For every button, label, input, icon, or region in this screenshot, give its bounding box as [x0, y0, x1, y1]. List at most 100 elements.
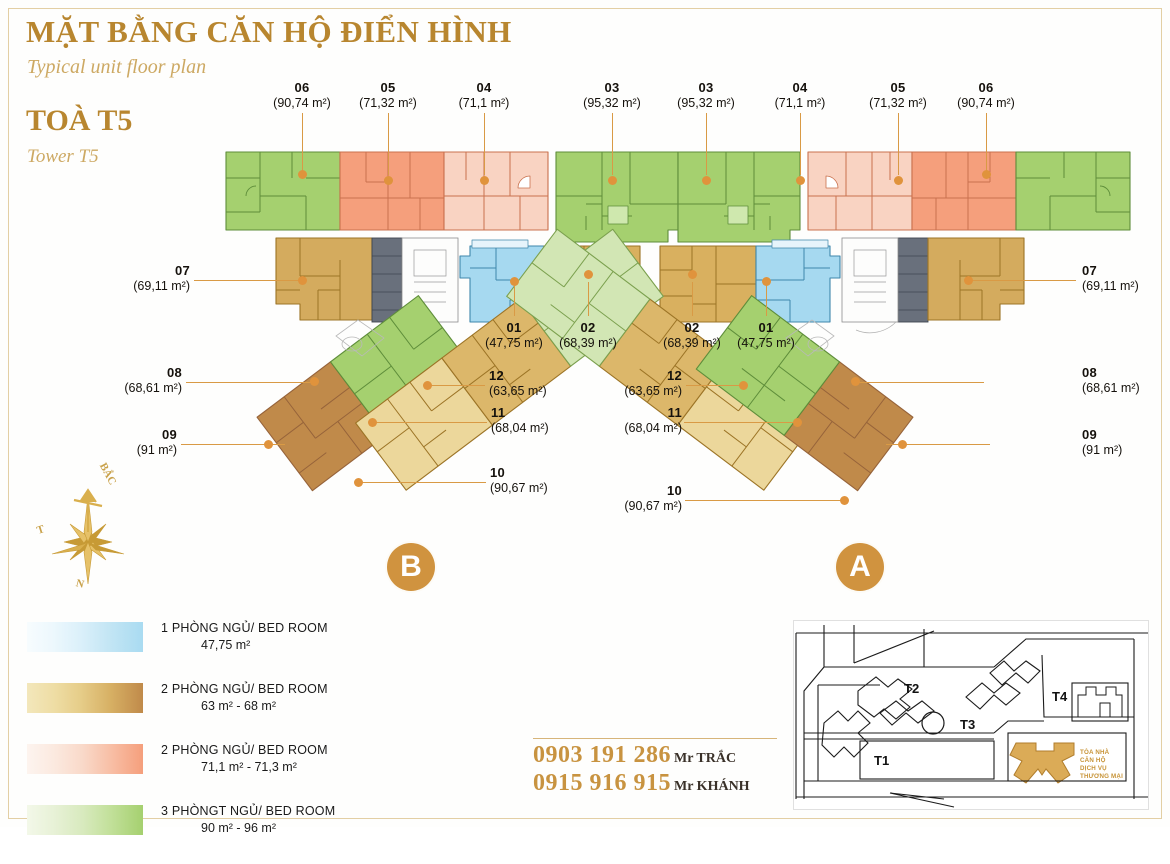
- unit-label-top-1: 06 (90,74 m²): [252, 80, 352, 111]
- unit-dot-center-3: [688, 270, 697, 279]
- leader-top-5: [706, 113, 708, 175]
- wing-a-outer: [695, 295, 914, 492]
- unit-area: (68,39 m²): [663, 336, 721, 350]
- leader-wingb-11: [372, 422, 487, 424]
- leader-right-07: [968, 280, 1076, 282]
- plot-t1: [859, 740, 995, 780]
- floor-plan-page: MẶT BẰNG CĂN HỘ ĐIỂN HÌNH Typical unit f…: [8, 8, 1162, 835]
- legend-title: 1 PHÒNG NGỦ/ BED ROOM: [161, 621, 328, 635]
- unit-dot-top-6: [796, 176, 805, 185]
- unit-dot-top-3: [480, 176, 489, 185]
- legend-swatch-2bed-gold: [27, 683, 143, 713]
- contact-divider: [533, 738, 777, 739]
- contact-phone-number[interactable]: 0915 916 915: [533, 770, 671, 796]
- unit-block-06-right: [1015, 151, 1131, 231]
- unit-label-top-5: 03 (95,32 m²): [656, 80, 756, 111]
- unit-number: 07: [1082, 263, 1098, 278]
- unit-number: 01: [758, 320, 774, 335]
- site-note-line-2: CĂN HỘ: [1080, 757, 1106, 764]
- legend-swatch-2bed-salmon: [27, 744, 143, 774]
- unit-block-05-right: [911, 151, 1017, 231]
- compass-star: [51, 495, 125, 585]
- contact-person-name: Mr KHÁNH: [674, 779, 750, 794]
- unit-number: 11: [491, 405, 506, 420]
- legend-swatch-1bed: [27, 622, 143, 652]
- unit-dot-top-2: [384, 176, 393, 185]
- legend-area: 71,1 m² - 71,3 m²: [201, 760, 297, 774]
- unit-number: 06: [978, 80, 994, 95]
- unit-dot-center-2: [584, 270, 593, 279]
- unit-dot-left-07: [298, 276, 307, 285]
- unit-dot-winga-12: [739, 381, 748, 390]
- unit-label-winga-10: 10 (90,67 m²): [572, 483, 682, 514]
- unit-number: 04: [476, 80, 492, 95]
- unit-block-05-left: [339, 151, 445, 231]
- building-t4: [1077, 686, 1123, 718]
- unit-dot-left-09: [264, 440, 273, 449]
- unit-block-06-left: [225, 151, 341, 231]
- unit-area: (69,11 m²): [1082, 279, 1139, 293]
- unit-label-left-07: 07 (69,11 m²): [92, 263, 190, 294]
- unit-dot-wingb-10: [354, 478, 363, 487]
- building-t3-a: [965, 682, 1021, 710]
- tower-name-vn: TOÀ T5: [26, 104, 133, 137]
- compass-north-arrow: [73, 488, 103, 532]
- legend: 1 PHÒNG NGỦ/ BED ROOM 47,75 m² 2 PHÒNG N…: [27, 620, 367, 864]
- unit-area: (95,32 m²): [677, 96, 735, 110]
- unit-number: 05: [380, 80, 396, 95]
- unit-number: 02: [684, 320, 700, 335]
- unit-dot-right-07: [964, 276, 973, 285]
- roundabout: [921, 711, 945, 735]
- unit-block-07-right: [927, 237, 1025, 321]
- leader-winga-10: [685, 500, 843, 502]
- building-t2-wing: [879, 700, 935, 726]
- legend-title: 2 PHÒNG NGỦ/ BED ROOM: [161, 682, 328, 696]
- leader-wingb-12: [425, 385, 485, 387]
- unit-area: (68,04 m²): [624, 421, 682, 435]
- site-map[interactable]: T2 T3 T1 T4 TÒA NHÀ CĂN HỘ DỊCH VỤ THƯƠN…: [793, 620, 1149, 810]
- unit-number: 03: [604, 80, 620, 95]
- unit-number: 12: [666, 368, 682, 383]
- unit-label-left-09: 09 (91 m²): [79, 427, 177, 458]
- leader-right-08: [854, 382, 984, 384]
- unit-label-top-8: 06 (90,74 m²): [936, 80, 1036, 111]
- unit-area: (90,74 m²): [957, 96, 1015, 110]
- unit-number: 10: [490, 465, 506, 480]
- unit-number: 06: [294, 80, 310, 95]
- contact-phone-number[interactable]: 0903 191 286: [533, 742, 671, 768]
- compass-rose: BẮC T N: [28, 461, 158, 601]
- leader-top-7: [898, 113, 900, 175]
- unit-area: (90,67 m²): [490, 481, 548, 495]
- unit-label-center-3: 02 (68,39 m²): [642, 320, 742, 351]
- building-t3-b: [989, 660, 1041, 686]
- legend-title: 3 PHÒNGT NGỦ/ BED ROOM: [161, 804, 336, 818]
- legend-area: 47,75 m²: [201, 638, 251, 652]
- leader-wingb-10: [358, 482, 486, 484]
- ramp-detail-right: [785, 319, 835, 357]
- unit-area: (68,04 m²): [491, 421, 549, 435]
- unit-area: (69,11 m²): [133, 279, 190, 293]
- site-note-line-3: DỊCH VỤ: [1080, 765, 1107, 772]
- unit-dot-top-1: [298, 170, 307, 179]
- unit-dot-top-8: [982, 170, 991, 179]
- unit-area: (90,74 m²): [273, 96, 331, 110]
- leader-left-09: [181, 444, 285, 446]
- legend-area: 90 m² - 96 m²: [201, 821, 277, 835]
- unit-area: (90,67 m²): [624, 499, 682, 513]
- zone-badge-b[interactable]: B: [387, 543, 435, 591]
- unit-label-center-4: 01 (47,75 m²): [716, 320, 816, 351]
- zone-badge-a-letter: A: [849, 550, 871, 583]
- unit-number: 04: [792, 80, 808, 95]
- unit-number: 08: [1082, 365, 1098, 380]
- legend-item: 2 PHÒNG NGỦ/ BED ROOM 63 m² - 68 m²: [27, 681, 367, 728]
- unit-dot-right-08: [851, 377, 860, 386]
- unit-area: (68,61 m²): [1082, 381, 1140, 395]
- leader-right-09: [886, 444, 990, 446]
- leader-winga-11: [684, 422, 799, 424]
- unit-label-center-2: 02 (68,39 m²): [538, 320, 638, 351]
- zone-badge-a[interactable]: A: [836, 543, 884, 591]
- unit-number: 02: [580, 320, 596, 335]
- unit-dot-top-4: [608, 176, 617, 185]
